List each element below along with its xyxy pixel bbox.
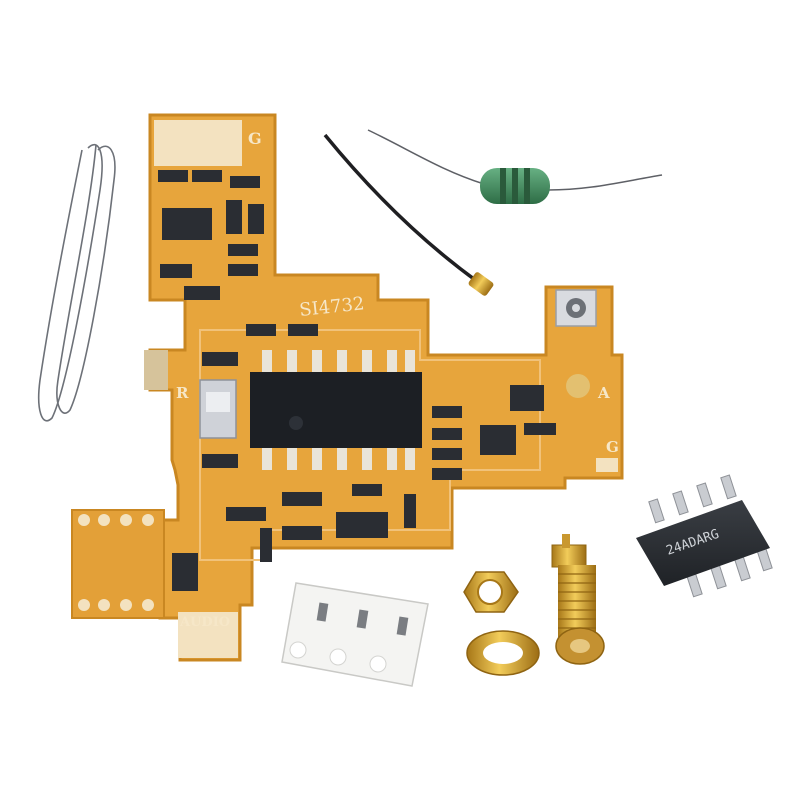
g-label-top: G	[248, 129, 262, 148]
axial-inductor	[367, 129, 663, 204]
crystal	[199, 379, 237, 439]
lock-washer	[466, 630, 540, 676]
r-label: R	[176, 384, 189, 402]
si4732-chip	[250, 350, 422, 470]
wire-antenna	[37, 143, 116, 422]
pcb-pads	[78, 120, 618, 658]
smd-capacitor-tape	[281, 582, 429, 687]
a-label: A	[597, 384, 610, 402]
soic8-ic: 24ADARG	[636, 474, 773, 598]
coax-pigtail	[323, 133, 494, 296]
ufl-connector	[555, 289, 597, 327]
smd-components	[158, 170, 556, 591]
hex-nut	[463, 571, 519, 613]
sma-connector	[551, 534, 605, 665]
g-label-right: G	[606, 438, 619, 456]
audio-label: AUDIO	[179, 615, 230, 630]
